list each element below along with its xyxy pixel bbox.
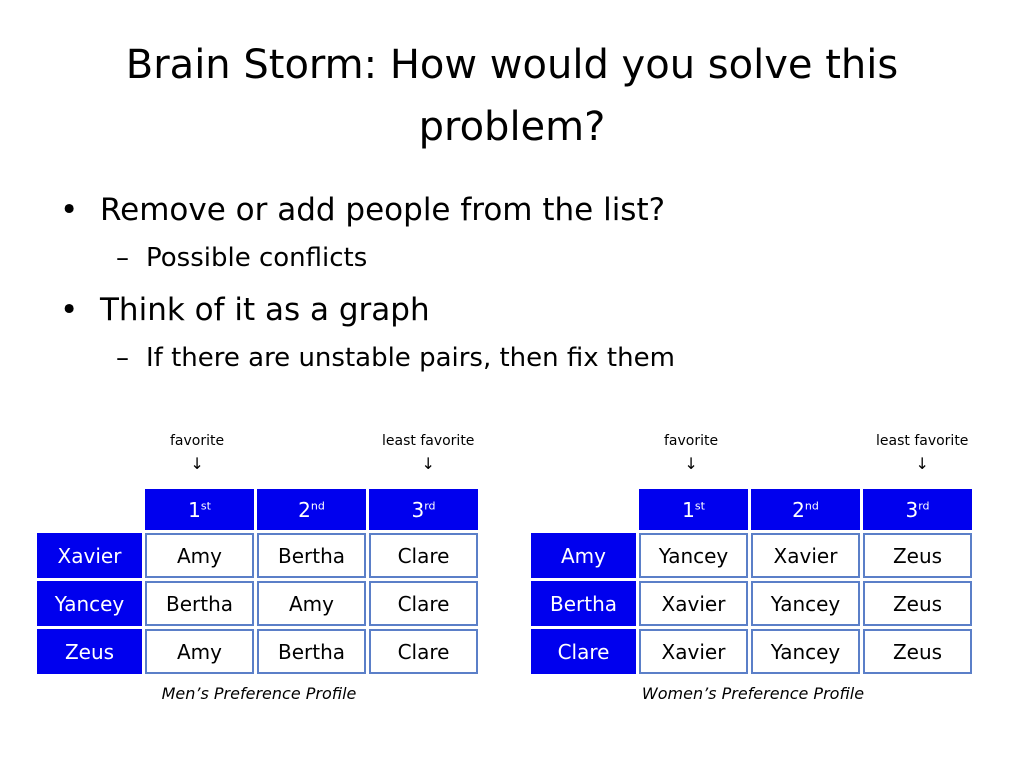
row-header: Zeus [37, 629, 142, 674]
rank-header-3: 3rd [369, 489, 478, 530]
corner-cell [531, 489, 636, 530]
preference-cell: Amy [257, 581, 366, 626]
table-row: Xavier Amy Bertha Clare [37, 533, 478, 578]
bullet-item: • Think of it as a graph [60, 290, 980, 330]
preference-cell: Yancey [751, 629, 860, 674]
rank-header-1: 1st [145, 489, 254, 530]
preference-cell: Zeus [863, 533, 972, 578]
preference-cell: Amy [145, 533, 254, 578]
arrow-down-icon: ↓ [684, 454, 698, 473]
table-row: Yancey Bertha Amy Clare [37, 581, 478, 626]
preference-cell: Xavier [751, 533, 860, 578]
arrow-down-icon: ↓ [421, 454, 435, 473]
sub-bullet-item: – If there are unstable pairs, then fix … [60, 338, 980, 378]
least-favorite-annotation: least favorite ↓ [876, 432, 968, 474]
table-row: Zeus Amy Bertha Clare [37, 629, 478, 674]
preference-cell: Zeus [863, 629, 972, 674]
sub-bullet-text: If there are unstable pairs, then fix th… [146, 343, 675, 373]
preference-cell: Yancey [639, 533, 748, 578]
preference-cell: Amy [145, 629, 254, 674]
preference-cell: Yancey [751, 581, 860, 626]
preference-cell: Xavier [639, 581, 748, 626]
slide-title: Brain Storm: How would you solve this pr… [40, 34, 984, 158]
dash-icon: – [116, 343, 129, 373]
dash-icon: – [116, 243, 129, 273]
women-profile-caption: Women’s Preference Profile [641, 684, 865, 703]
sub-bullet-text: Possible conflicts [146, 243, 368, 273]
table-row: Clare Xavier Yancey Zeus [531, 629, 972, 674]
corner-cell [37, 489, 142, 530]
title-line-2: problem? [418, 104, 606, 150]
favorite-label: favorite [664, 433, 719, 449]
preference-cell: Clare [369, 581, 478, 626]
row-header: Xavier [37, 533, 142, 578]
bullet-list: • Remove or add people from the list? – … [60, 190, 980, 390]
rank-header-3: 3rd [863, 489, 972, 530]
favorite-label: favorite [170, 433, 225, 449]
least-favorite-annotation: least favorite ↓ [382, 432, 474, 474]
women-preference-table: 1st 2nd 3rd Amy Yancey Xavier Zeus Berth… [528, 486, 975, 677]
row-header: Bertha [531, 581, 636, 626]
header-row: 1st 2nd 3rd [37, 489, 478, 530]
preference-cell: Xavier [639, 629, 748, 674]
table-row: Bertha Xavier Yancey Zeus [531, 581, 972, 626]
men-profile-caption: Men’s Preference Profile [161, 684, 357, 703]
row-header: Clare [531, 629, 636, 674]
sub-bullet-item: – Possible conflicts [60, 238, 980, 278]
men-preference-profile: favorite ↓ least favorite ↓ 1st 2nd 3rd … [34, 432, 484, 712]
favorite-annotation: favorite ↓ [664, 432, 718, 474]
rank-header-2: 2nd [751, 489, 860, 530]
bullet-text: Think of it as a graph [100, 292, 430, 328]
preference-cell: Bertha [257, 533, 366, 578]
rank-header-1: 1st [639, 489, 748, 530]
preference-cell: Zeus [863, 581, 972, 626]
preference-cell: Bertha [257, 629, 366, 674]
preference-cell: Clare [369, 629, 478, 674]
bullet-text: Remove or add people from the list? [100, 192, 666, 228]
rank-header-2: 2nd [257, 489, 366, 530]
row-header: Amy [531, 533, 636, 578]
favorite-annotation: favorite ↓ [170, 432, 224, 474]
arrow-down-icon: ↓ [190, 454, 204, 473]
women-preference-profile: favorite ↓ least favorite ↓ 1st 2nd 3rd … [528, 432, 978, 712]
table-row: Amy Yancey Xavier Zeus [531, 533, 972, 578]
preference-cell: Bertha [145, 581, 254, 626]
preference-cell: Clare [369, 533, 478, 578]
bullet-dot-icon: • [60, 292, 79, 328]
bullet-item: • Remove or add people from the list? [60, 190, 980, 230]
least-favorite-label: least favorite [382, 433, 475, 449]
men-preference-table: 1st 2nd 3rd Xavier Amy Bertha Clare Yanc… [34, 486, 481, 677]
bullet-dot-icon: • [60, 192, 79, 228]
row-header: Yancey [37, 581, 142, 626]
arrow-down-icon: ↓ [915, 454, 929, 473]
least-favorite-label: least favorite [876, 433, 969, 449]
header-row: 1st 2nd 3rd [531, 489, 972, 530]
title-line-1: Brain Storm: How would you solve this [125, 42, 899, 88]
